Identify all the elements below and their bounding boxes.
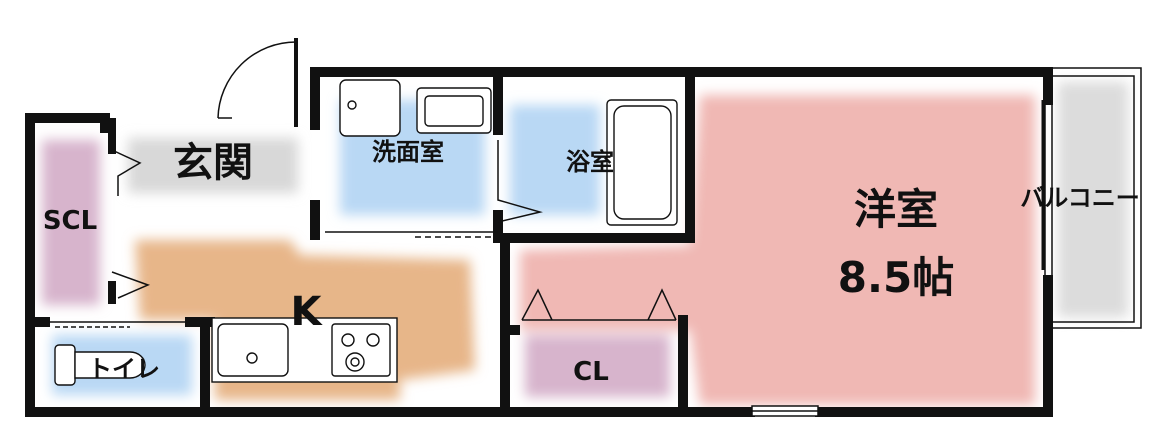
- yokushitsu-label: 浴室: [566, 148, 614, 176]
- scl-doors[interactable]: [111, 149, 151, 299]
- walls: [25, 38, 1053, 417]
- toilet-fixture: [54, 344, 146, 386]
- youshitsu-fill: [520, 95, 1035, 405]
- cl-label: CL: [573, 357, 609, 387]
- youshitsu-label: 洋室: [854, 185, 938, 234]
- genkan-label: 玄関: [173, 140, 253, 186]
- cl-doors[interactable]: [521, 288, 677, 321]
- washroom-fixtures: [339, 79, 492, 137]
- balcony-fill: [1058, 82, 1128, 317]
- entrance-door[interactable]: [217, 41, 297, 119]
- scl-label: SCL: [43, 206, 97, 236]
- kitchen-counter: [211, 317, 398, 383]
- balcony-label: バルコニー: [1020, 184, 1140, 212]
- senmenshitsu-door[interactable]: [497, 140, 543, 223]
- bathtub: [606, 99, 678, 226]
- balcony-frame: [1041, 67, 1142, 329]
- sliding-tracks: [48, 231, 498, 328]
- kitchen-label: K: [291, 289, 324, 335]
- youshitsu-size: 8.5帖: [838, 253, 954, 302]
- yokushitsu-fill: [510, 105, 600, 215]
- cl-fill: [525, 335, 670, 397]
- senmenshitsu-label: 洗面室: [372, 138, 444, 166]
- scl-fill: [42, 140, 100, 305]
- window: [751, 405, 819, 417]
- toilet-label: トイレ: [88, 355, 160, 383]
- genkan-fill: [128, 138, 298, 193]
